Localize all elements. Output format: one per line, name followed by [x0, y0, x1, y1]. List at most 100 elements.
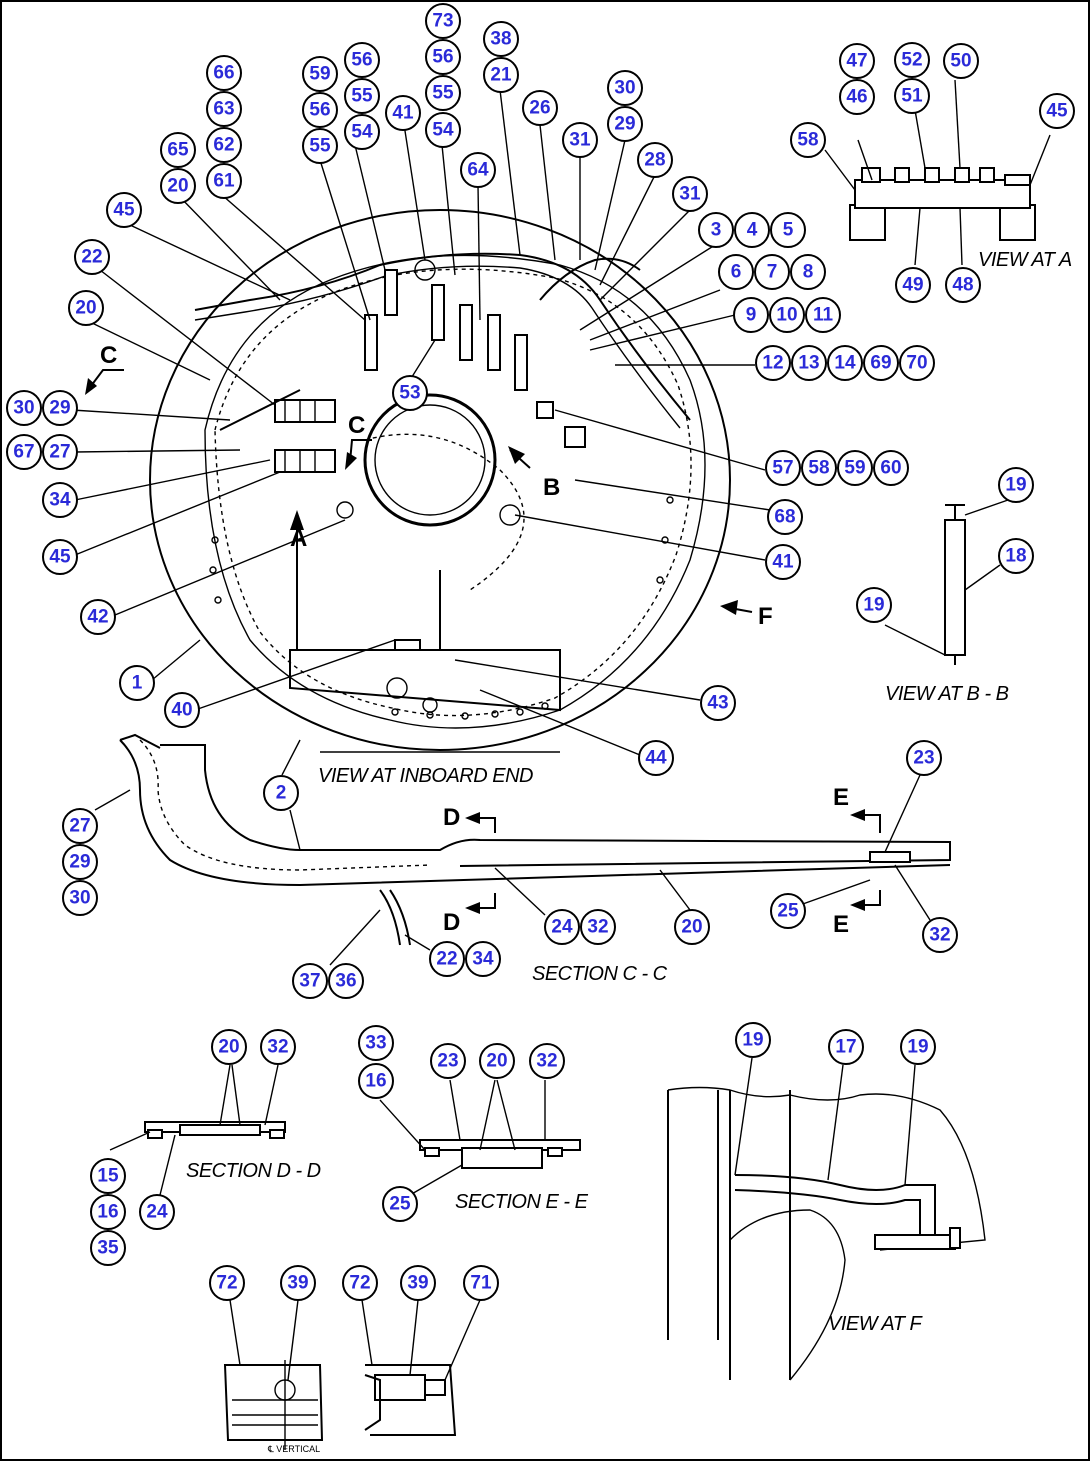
callout-26: 26: [522, 90, 558, 126]
callout-22: 22: [429, 941, 465, 977]
callout-69: 69: [863, 345, 899, 381]
callout-21: 21: [483, 57, 519, 93]
callout-20: 20: [674, 909, 710, 945]
svg-text:19: 19: [742, 1030, 763, 1051]
svg-text:13: 13: [798, 353, 819, 374]
view-bb-label: VIEW AT B - B: [885, 683, 1009, 705]
callout-59: 59: [837, 450, 873, 486]
svg-text:44: 44: [645, 748, 667, 769]
section-cc-label: SECTION C - C: [532, 963, 668, 985]
svg-text:55: 55: [432, 83, 454, 104]
callout-32: 32: [922, 917, 958, 953]
svg-text:19: 19: [907, 1037, 928, 1058]
callout-37: 37: [292, 963, 328, 999]
svg-text:35: 35: [97, 1238, 119, 1259]
svg-text:6: 6: [731, 262, 742, 283]
svg-text:56: 56: [432, 47, 453, 68]
callout-13: 13: [791, 345, 827, 381]
callout-1: 1: [119, 665, 155, 701]
callout-51: 51: [894, 78, 930, 114]
svg-text:46: 46: [846, 87, 867, 108]
svg-text:64: 64: [467, 160, 489, 181]
junction-block-upper: [274, 399, 336, 423]
svg-text:23: 23: [437, 1051, 458, 1072]
section-d-marker-top: D: [443, 804, 460, 831]
svg-text:39: 39: [287, 1273, 308, 1294]
svg-text:34: 34: [472, 949, 494, 970]
callout-14: 14: [827, 345, 863, 381]
callout-29: 29: [62, 844, 98, 880]
svg-text:9: 9: [746, 305, 757, 326]
svg-text:65: 65: [167, 140, 189, 161]
svg-text:50: 50: [950, 51, 971, 72]
leader-lines: [71, 79, 1051, 1381]
svg-text:71: 71: [470, 1273, 492, 1294]
callout-24: 24: [544, 909, 580, 945]
callout-45: 45: [42, 539, 78, 575]
callout-3: 3: [698, 212, 734, 248]
svg-text:24: 24: [146, 1202, 168, 1223]
callout-34: 34: [42, 482, 78, 518]
svg-text:29: 29: [614, 114, 635, 135]
callout-54: 54: [425, 112, 461, 148]
callout-56: 56: [302, 92, 338, 128]
svg-text:19: 19: [863, 595, 884, 616]
svg-text:40: 40: [171, 700, 192, 721]
callout-19: 19: [998, 467, 1034, 503]
callout-10: 10: [769, 297, 805, 333]
callout-59: 59: [302, 56, 338, 92]
callout-30: 30: [607, 70, 643, 106]
callout-54: 54: [344, 114, 380, 150]
svg-text:24: 24: [551, 917, 573, 938]
svg-text:70: 70: [906, 353, 927, 374]
callout-39: 39: [400, 1265, 436, 1301]
svg-text:59: 59: [309, 64, 330, 85]
svg-text:55: 55: [351, 86, 373, 107]
callout-55: 55: [302, 128, 338, 164]
svg-text:18: 18: [1005, 546, 1026, 567]
svg-text:10: 10: [776, 305, 797, 326]
callout-25: 25: [770, 893, 806, 929]
svg-text:19: 19: [1005, 475, 1026, 496]
svg-text:27: 27: [49, 442, 70, 463]
svg-text:49: 49: [902, 275, 923, 296]
section-c-marker-left: C: [100, 342, 117, 369]
svg-text:52: 52: [901, 50, 922, 71]
detail-views: ℄ VERTICAL: [223, 1360, 457, 1454]
svg-text:47: 47: [846, 51, 867, 72]
callout-20: 20: [68, 290, 104, 326]
view-f-marker: F: [758, 603, 773, 630]
callout-55: 55: [344, 78, 380, 114]
section-c-marker-center: C: [348, 412, 365, 439]
svg-text:29: 29: [49, 398, 70, 419]
callout-42: 42: [80, 599, 116, 635]
callout-38: 38: [483, 21, 519, 57]
svg-text:34: 34: [49, 490, 71, 511]
callout-60: 60: [873, 450, 909, 486]
callout-70: 70: [899, 345, 935, 381]
svg-text:30: 30: [69, 888, 90, 909]
svg-text:67: 67: [13, 442, 34, 463]
callout-41: 41: [385, 95, 421, 131]
callout-67: 67: [6, 434, 42, 470]
view-b-marker: B: [543, 474, 560, 501]
svg-text:39: 39: [407, 1273, 428, 1294]
callout-bubbles: 73 56 55 54 38 21 59 56 55 56 55 54 66 6…: [6, 3, 1075, 1301]
view-inboard-label: VIEW AT INBOARD END: [318, 765, 533, 787]
housing-outer-ring: [149, 209, 731, 751]
svg-text:42: 42: [87, 607, 108, 628]
callout-72: 72: [342, 1265, 378, 1301]
svg-text:12: 12: [762, 353, 783, 374]
callout-56: 56: [425, 39, 461, 75]
svg-text:25: 25: [389, 1194, 411, 1215]
svg-text:27: 27: [69, 816, 90, 837]
callout-46: 46: [839, 79, 875, 115]
callout-32: 32: [580, 909, 616, 945]
callout-2: 2: [263, 775, 299, 811]
callout-32: 32: [260, 1029, 296, 1065]
callout-57: 57: [765, 450, 801, 486]
svg-text:16: 16: [365, 1071, 386, 1092]
svg-text:32: 32: [267, 1037, 288, 1058]
vertical-note: ℄ VERTICAL: [267, 1444, 320, 1454]
svg-text:45: 45: [1046, 101, 1068, 122]
